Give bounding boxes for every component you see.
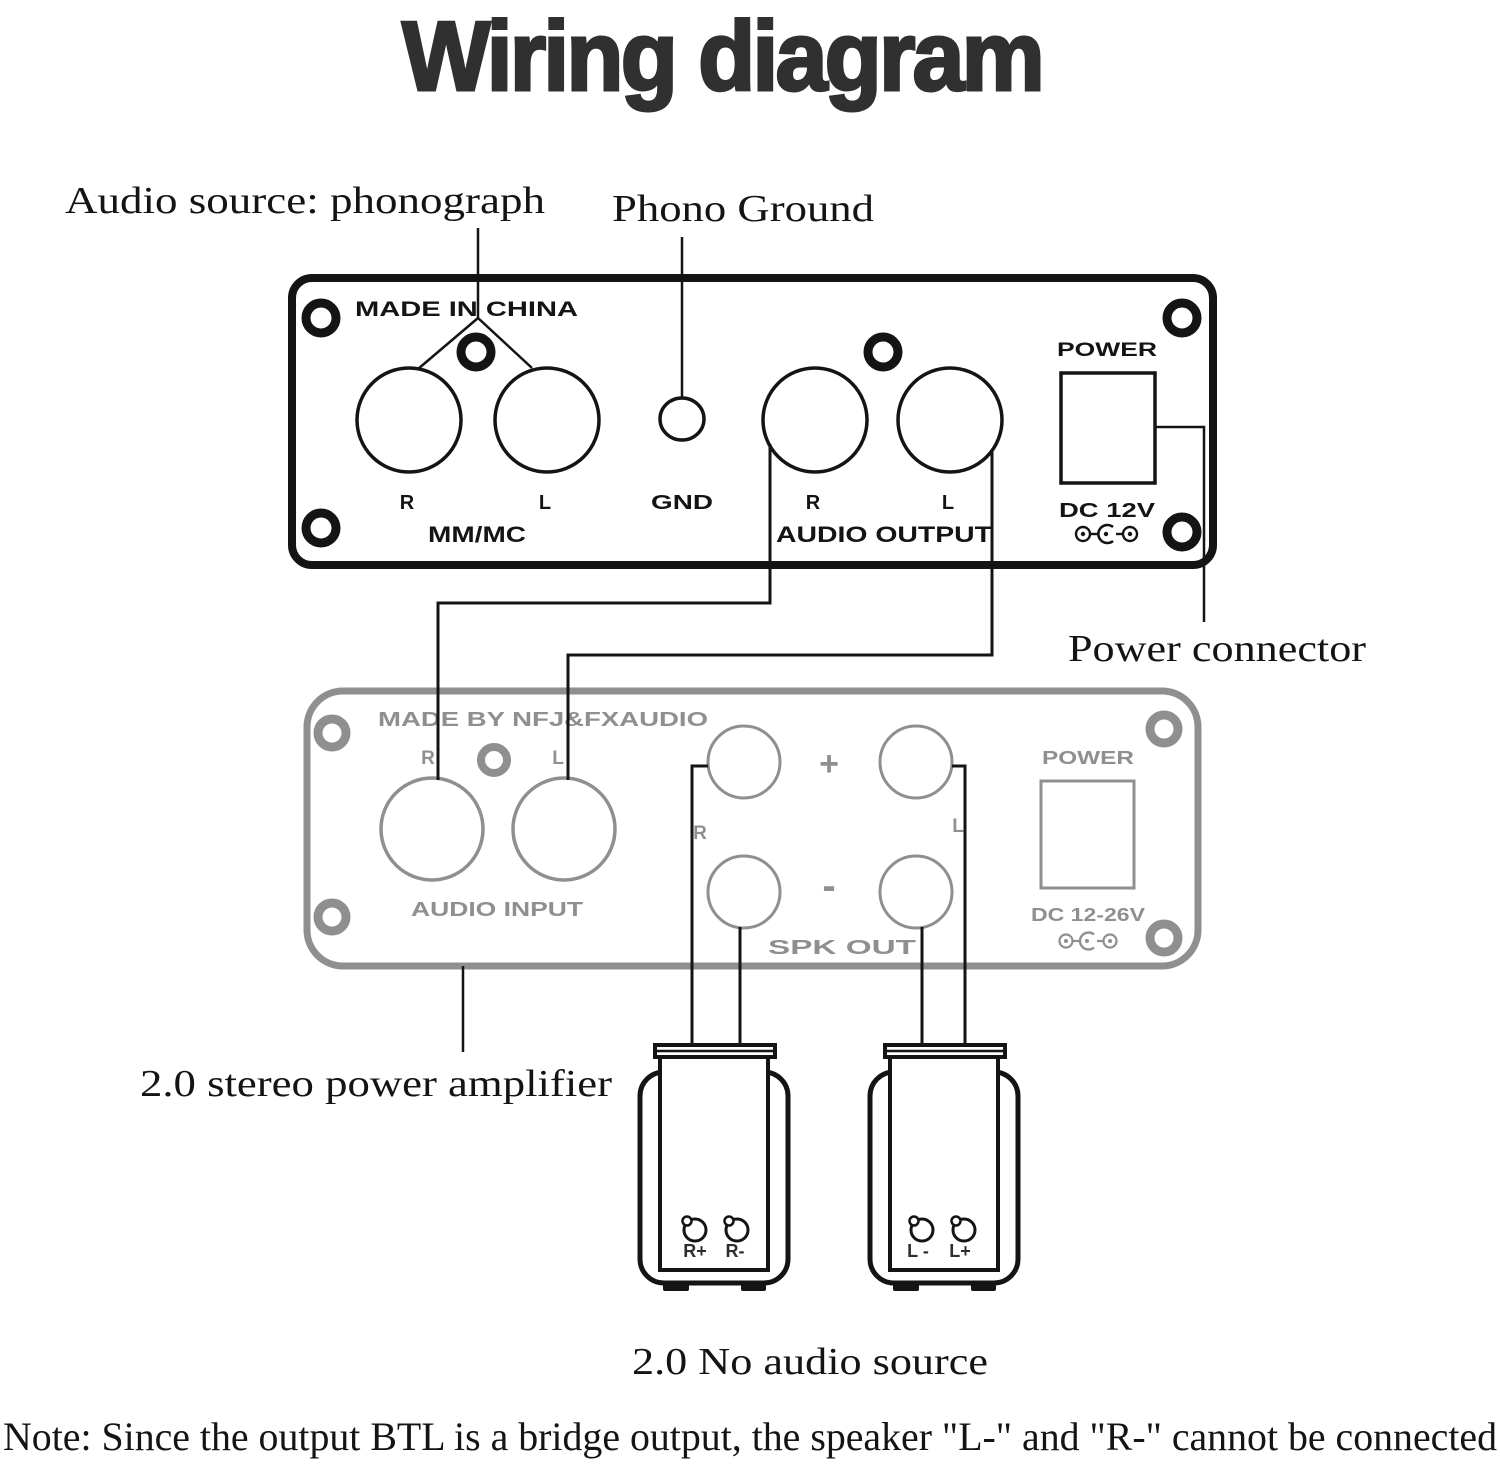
speaker-back-panel: [658, 1055, 770, 1272]
rca-jack-out-r: [761, 366, 869, 474]
screw-icon: [1162, 512, 1202, 552]
binding-post-icon: [908, 1215, 977, 1243]
out-l-label: L: [942, 492, 954, 514]
audio-input-group-label: AUDIO INPUT: [411, 899, 583, 921]
speaker-back-panel: [888, 1055, 1000, 1272]
screw-icon: [1145, 710, 1183, 748]
speaker-left-channel: L - L+: [867, 1043, 1021, 1291]
screw-icon: [456, 332, 496, 372]
spk-terminal-l-minus: [878, 854, 954, 930]
rca-jack-amp-l: [511, 776, 617, 882]
gnd-post: [658, 396, 706, 442]
speaker-r-plus-label: R+: [683, 1241, 707, 1261]
label-audio-source: Audio source: phonograph: [65, 180, 545, 222]
amp-in-l-label: L: [552, 748, 564, 769]
speaker-l-plus-label: L+: [949, 1241, 971, 1261]
amplifier-panel-outline: [303, 687, 1202, 970]
note-text: Note: Since the output BTL is a bridge o…: [3, 1414, 1497, 1459]
leader-lines: [417, 228, 1206, 1052]
speaker-r-minus-label: R-: [726, 1241, 745, 1261]
speaker-foot: [741, 1281, 766, 1291]
speaker-l-minus-label: L -: [907, 1241, 929, 1261]
binding-post-icon: [681, 1215, 750, 1243]
screw-icon: [313, 898, 351, 936]
audio-output-group-label: AUDIO OUTPUT: [776, 522, 993, 547]
power-label-1: POWER: [1057, 340, 1157, 361]
label-phono-ground: Phono Ground: [612, 188, 874, 230]
screw-icon: [1145, 919, 1183, 957]
mm-mc-group-label: MM/MC: [428, 522, 526, 547]
spk-plus-label: +: [819, 745, 839, 783]
rca-jack-amp-r: [379, 776, 485, 882]
speaker-foot: [971, 1281, 996, 1291]
speaker-foot: [893, 1281, 919, 1291]
spk-minus-label: -: [822, 864, 835, 908]
dc-polarity-icon: [1058, 931, 1118, 951]
page-title: Wiring diagram: [402, 1, 1042, 111]
label-no-audio-source: 2.0 No audio source: [632, 1341, 988, 1383]
spk-terminal-r-plus: [706, 724, 782, 800]
spk-terminal-r-minus: [706, 854, 782, 930]
rca-jack-out-l: [896, 366, 1004, 474]
screw-icon: [301, 298, 341, 338]
spk-out-group-label: SPK OUT: [768, 937, 916, 959]
rca-jack-mm-r: [355, 366, 463, 474]
label-power-connector: Power connector: [1068, 628, 1366, 670]
wire-audio-r: [436, 444, 772, 780]
speaker-right-channel: R+ R-: [637, 1043, 791, 1291]
rca-jack-mm-l: [493, 366, 601, 474]
spk-l-label: L: [952, 816, 964, 837]
gnd-label: GND: [651, 492, 713, 514]
screw-icon: [301, 508, 341, 548]
amplifier-panel: MADE BY NFJ&FXAUDIO R L AUDIO INPUT + - …: [303, 687, 1202, 970]
spk-terminal-l-plus: [878, 724, 954, 800]
screw-icon: [477, 743, 511, 777]
screw-icon: [863, 332, 903, 372]
speaker-foot: [663, 1281, 689, 1291]
made-in-china-text: MADE IN CHINA: [355, 298, 578, 321]
phono-stage-panel: MADE IN CHINA R L GND R L MM/MC AUDIO OU…: [288, 274, 1217, 569]
amp-in-r-label: R: [421, 748, 435, 769]
power-label-2: POWER: [1042, 748, 1134, 768]
label-amplifier: 2.0 stereo power amplifier: [140, 1063, 612, 1105]
phono-panel-outline: [288, 274, 1217, 569]
dc-polarity-icon: [1074, 523, 1139, 545]
power-jack-2: [1039, 779, 1136, 890]
mm-r-label: R: [400, 492, 415, 514]
wire-audio-l: [566, 451, 994, 780]
leader-power-connector: [1155, 425, 1206, 622]
screw-icon: [313, 714, 351, 752]
out-r-label: R: [806, 492, 821, 514]
dc-12-26v-label: DC 12-26V: [1031, 905, 1145, 925]
leader-audio-source: [417, 228, 533, 370]
screw-icon: [1162, 298, 1202, 338]
mm-l-label: L: [539, 492, 551, 514]
dc-12v-label: DC 12V: [1059, 500, 1156, 522]
made-by-text: MADE BY NFJ&FXAUDIO: [378, 709, 708, 731]
spk-r-label: R: [693, 823, 707, 844]
